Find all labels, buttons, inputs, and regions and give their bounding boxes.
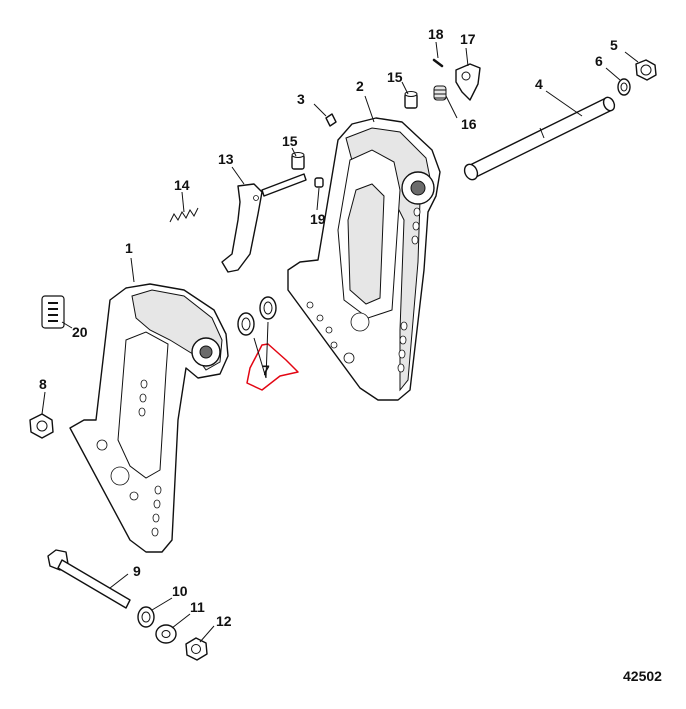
part-8-nut [29,413,54,439]
part-16-spring [433,85,447,101]
callout-12: 12 [216,613,232,629]
callout-4: 4 [535,76,543,92]
callout-10: 10 [172,583,188,599]
part-9-bolt [47,549,131,609]
callout-8: 8 [39,376,47,392]
part-4-tilt-tube [463,96,616,181]
callout-3: 3 [297,91,305,107]
part-15-bushing-lower [291,152,305,170]
part-12-lock-nut [185,637,208,661]
callout-5: 5 [610,37,618,53]
part-10-washer [137,606,155,628]
part-20-decal [41,295,65,329]
part-7-highlight-outline [246,343,299,391]
callout-15-upper: 15 [387,69,403,85]
part-11-washer [155,624,177,644]
callout-18: 18 [428,26,444,42]
part-15-bushing-upper [404,91,418,109]
callout-13: 13 [218,151,234,167]
leader-lines [41,41,639,643]
part-3-grease-fitting [325,113,337,127]
callout-17: 17 [460,31,476,47]
callout-14: 14 [174,177,190,193]
part-1-clamp-bracket [69,283,229,553]
part-17-lever [455,63,481,101]
callout-6: 6 [595,53,603,69]
callout-11: 11 [190,599,205,615]
part-19-pin [314,177,324,188]
callout-9: 9 [133,563,141,579]
part-2-clamp-bracket [287,117,441,401]
callout-7: 7 [262,362,270,378]
part-18-pin [432,58,444,68]
part-6-washer [617,78,631,96]
part-14-spring [169,207,199,223]
callout-1: 1 [125,240,133,256]
callout-20: 20 [72,324,88,340]
part-13-tilt-lock-lever [221,173,307,273]
bracket-2-hole-column [397,207,421,373]
part-7-washers [237,296,277,336]
part-5-nut [635,59,657,81]
callout-19: 19 [310,211,326,227]
bracket-1-hole-column [138,379,162,537]
callout-15-lower: 15 [282,133,298,149]
diagram-id: 42502 [623,668,662,684]
callout-2: 2 [356,78,364,94]
callout-16: 16 [461,116,477,132]
